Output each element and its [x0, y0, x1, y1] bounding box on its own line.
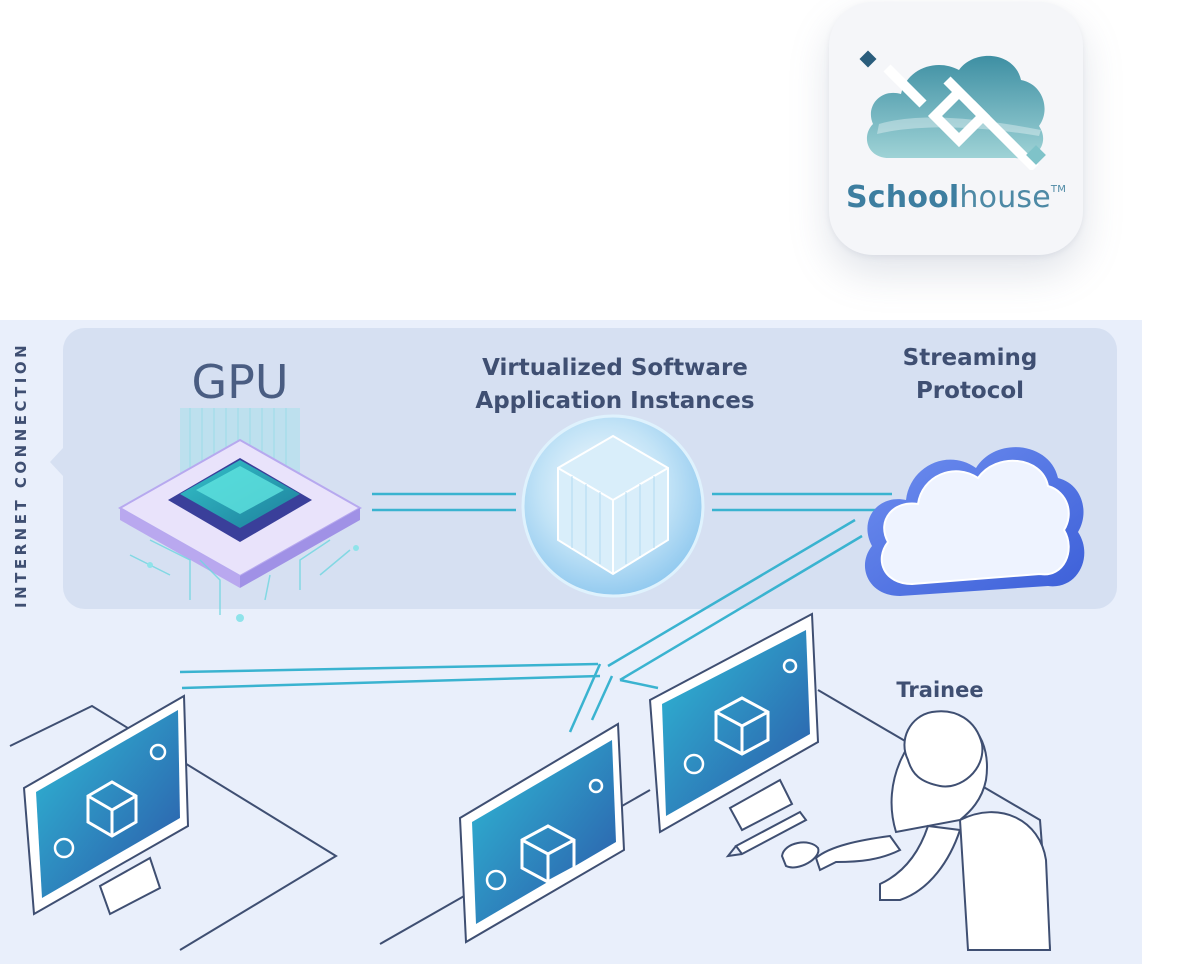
schoolhouse-logo-icon [859, 50, 1046, 170]
streaming-protocol-label: Streaming Protocol [880, 342, 1060, 408]
person-icon [814, 710, 1052, 951]
streaming-label-line2: Protocol [915, 378, 1025, 404]
streaming-label-line1: Streaming [902, 345, 1038, 371]
connection-lines [179, 492, 892, 733]
logo-word-light: house [959, 180, 1051, 215]
schoolhouse-wordmark: SchoolhouseTM [829, 180, 1083, 215]
streaming-diagram: INTERNET CONNECTION [0, 320, 1142, 964]
trainee-label: Trainee [896, 678, 984, 702]
schoolhouse-logo-card: SchoolhouseTM [829, 2, 1083, 255]
cloud-icon [864, 447, 1085, 596]
virtualized-label-line2: Application Instances [475, 388, 755, 414]
logo-word-bold: School [845, 180, 960, 215]
diagram-graphics [9, 328, 1117, 951]
mouse-icon [780, 841, 820, 869]
stylus-icon [725, 810, 808, 858]
internet-connection-label: INTERNET CONNECTION [12, 341, 30, 608]
logo-trademark: TM [1050, 184, 1067, 195]
virtualized-label-line1: Virtualized Software [482, 355, 748, 381]
gpu-label: GPU [191, 355, 289, 409]
monitor-icon-middle [379, 722, 651, 945]
gpu-chip-icon [117, 408, 363, 622]
virtualized-instances-label: Virtualized Software Application Instanc… [445, 352, 785, 418]
virtual-cube-icon [521, 414, 705, 598]
monitor-icon-right [648, 612, 1051, 951]
monitor-icon-left [9, 694, 338, 951]
